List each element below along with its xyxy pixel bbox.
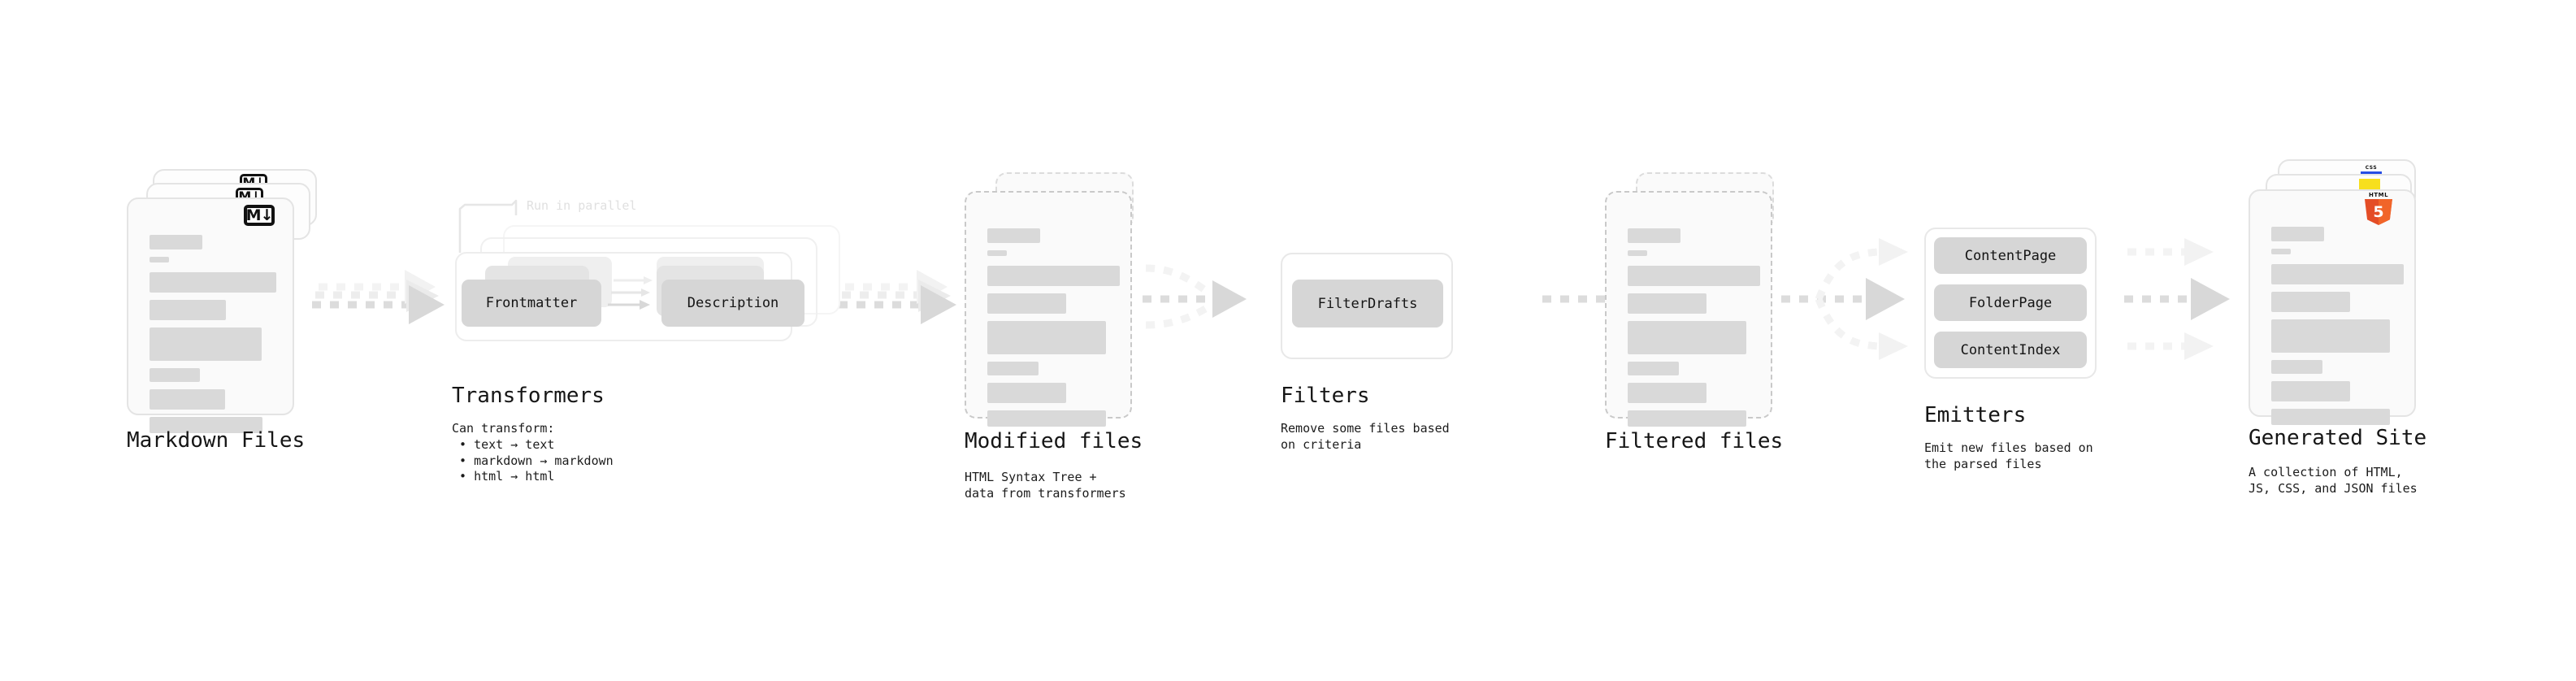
bar [1628,228,1680,243]
transformers-subtitle: Can transform: • text → text • markdown … [452,421,614,484]
filters-title: Filters [1281,384,1370,408]
bar [987,383,1066,403]
filter-pill-filterdrafts[interactable]: FilterDrafts [1292,280,1443,327]
modified-card-front [965,191,1132,427]
bar [1628,250,1647,256]
html5-icon: HTML 5 [2365,193,2392,225]
emitter-pill-contentpage[interactable]: ContentPage [1934,237,2087,274]
transformers-title: Transformers [452,384,605,408]
bar [987,250,1007,256]
bar [2271,409,2390,425]
css-icon: CSS [2361,166,2382,176]
markdown-card-bars [150,235,276,440]
arrow-modified-to-filters [1143,264,1247,329]
site-card-bars [2271,227,2404,432]
bar [2271,227,2324,241]
filtered-card-bars [1628,228,1760,434]
bar [2271,319,2390,353]
arrow-transformers-to-modified [839,270,956,324]
bar [987,362,1039,375]
html5-icon-label: HTML [2368,192,2389,198]
bar [987,293,1066,314]
filtered-files-title: Filtered files [1605,429,1784,453]
emitters-subtitle: Emit new files based on the parsed files [1924,440,2093,471]
bar [1628,293,1706,314]
generated-site-title: Generated Site [2249,426,2427,450]
bar [987,321,1106,354]
modified-files-title: Modified files [965,429,1143,453]
bar [150,235,202,249]
modified-files-subtitle: HTML Syntax Tree + data from transformer… [965,470,1126,501]
filters-subtitle: Remove some files based on criteria [1281,421,1450,452]
html5-icon-digit: 5 [2373,202,2384,221]
bar [987,410,1106,427]
bar [1628,321,1746,354]
bar [1628,266,1760,286]
transformer-pill-frontmatter[interactable]: Frontmatter [462,280,601,327]
arrow-emitters-to-site [2124,238,2230,360]
emitter-pill-contentindex[interactable]: ContentIndex [1934,332,2087,368]
arrow-markdown-to-transformers [312,270,445,324]
bar [1628,362,1679,375]
transformer-pill-description[interactable]: Description [661,280,804,327]
bar [987,266,1120,286]
run-in-parallel-label: Run in parallel [527,198,637,213]
filtered-card-front [1605,191,1772,427]
bar [2271,360,2322,374]
markdown-icon: M↓ [244,205,275,226]
bar [150,327,262,361]
bar [150,272,276,293]
arrow-filtered-to-emitters [1781,238,1908,360]
bar [1628,410,1746,427]
bar [1628,383,1706,403]
markdown-card-front [127,197,294,433]
markdown-files-title: Markdown Files [127,428,306,453]
bar [987,228,1040,243]
bar [2271,292,2350,312]
bar [150,417,262,433]
js-icon [2359,179,2380,192]
modified-card-bars [987,228,1120,434]
bar [150,300,226,320]
css-icon-label: CSS [2365,165,2378,171]
bar [2271,249,2291,254]
emitters-title: Emitters [1924,403,2027,427]
bar [150,257,169,262]
bar [2271,264,2404,284]
emitter-pill-folderpage[interactable]: FolderPage [1934,284,2087,321]
bar [150,368,200,382]
css-icon-bar [2361,171,2382,175]
bar [150,389,225,410]
site-card-front [2249,189,2416,425]
generated-site-subtitle: A collection of HTML, JS, CSS, and JSON … [2249,465,2418,496]
html5-icon-shield: 5 [2365,199,2392,225]
bar [2271,381,2350,401]
